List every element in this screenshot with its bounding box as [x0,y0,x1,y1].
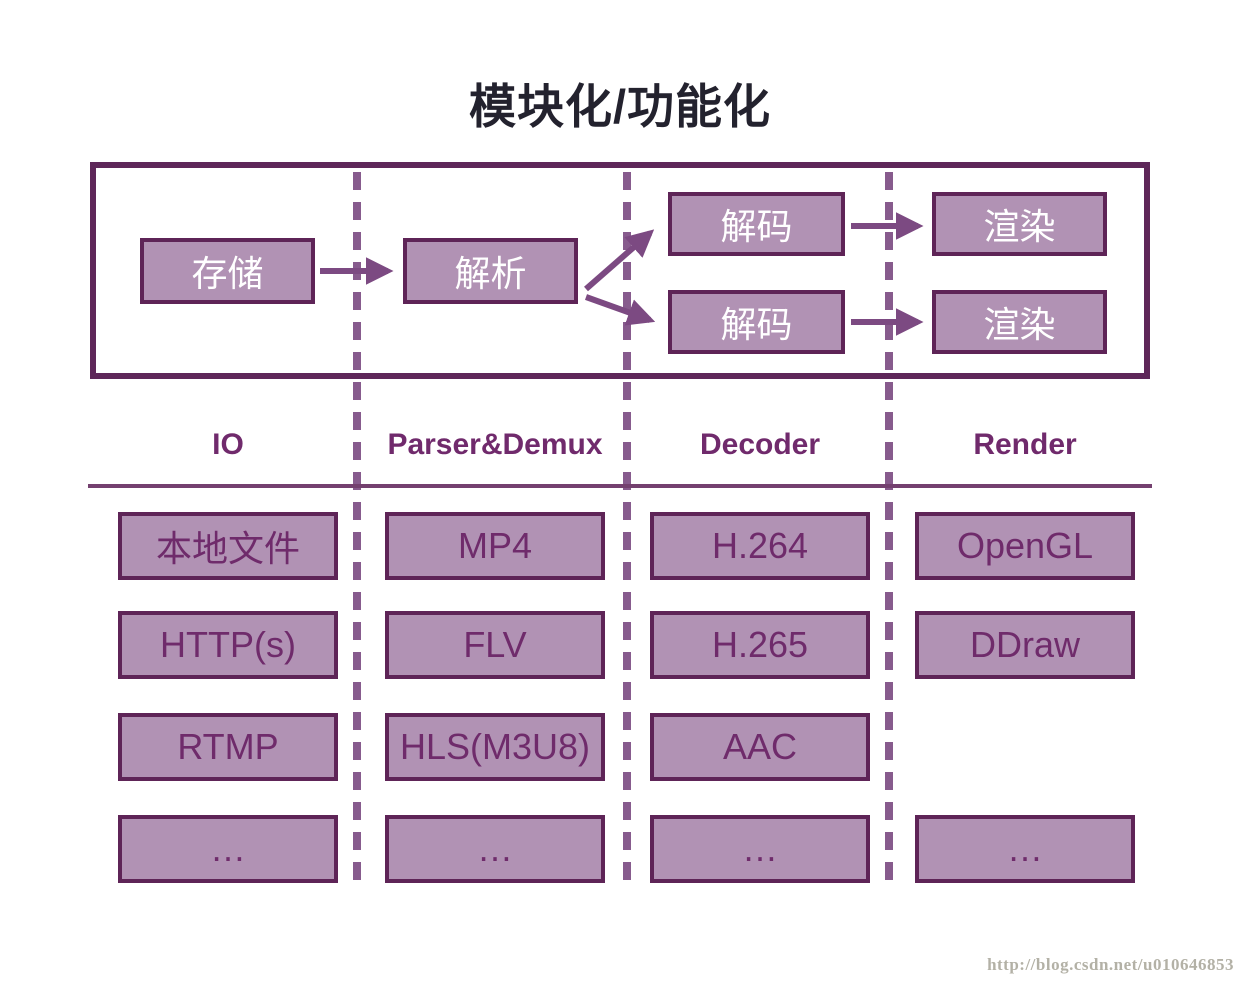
flow-box-storage: 存储 [140,238,315,304]
column-header-decoder: Decoder [699,428,821,461]
column-header-render: Render [973,428,1077,461]
cell-decoder-aac: AAC [650,713,870,781]
cell-io-http: HTTP(s) [118,611,338,679]
cell-io-rtmp: RTMP [118,713,338,781]
column-divider-1 [353,172,361,884]
column-divider-3 [885,172,893,884]
cell-decoder-more: … [650,815,870,883]
pipeline-frame [90,162,1150,379]
cell-io-local-file: 本地文件 [118,512,338,580]
page-title: 模块化/功能化 [468,80,772,133]
cell-render-more: … [915,815,1135,883]
cell-parser-mp4: MP4 [385,512,605,580]
flow-box-render-2: 渲染 [932,290,1107,354]
column-header-io: IO [212,428,244,461]
cell-decoder-h265: H.265 [650,611,870,679]
flow-box-parse: 解析 [403,238,578,304]
cell-parser-more: … [385,815,605,883]
flow-box-render-1: 渲染 [932,192,1107,256]
cell-parser-hls: HLS(M3U8) [385,713,605,781]
cell-parser-flv: FLV [385,611,605,679]
flow-box-decode-2: 解码 [668,290,845,354]
cell-render-ddraw: DDraw [915,611,1135,679]
watermark: http://blog.csdn.net/u010646853 [987,955,1234,974]
column-header-parser-demux: Parser&Demux [387,428,603,461]
flow-box-decode-1: 解码 [668,192,845,256]
cell-render-opengl: OpenGL [915,512,1135,580]
cell-io-more: … [118,815,338,883]
cell-decoder-h264: H.264 [650,512,870,580]
column-divider-2 [623,172,631,884]
header-divider-line [88,484,1152,488]
